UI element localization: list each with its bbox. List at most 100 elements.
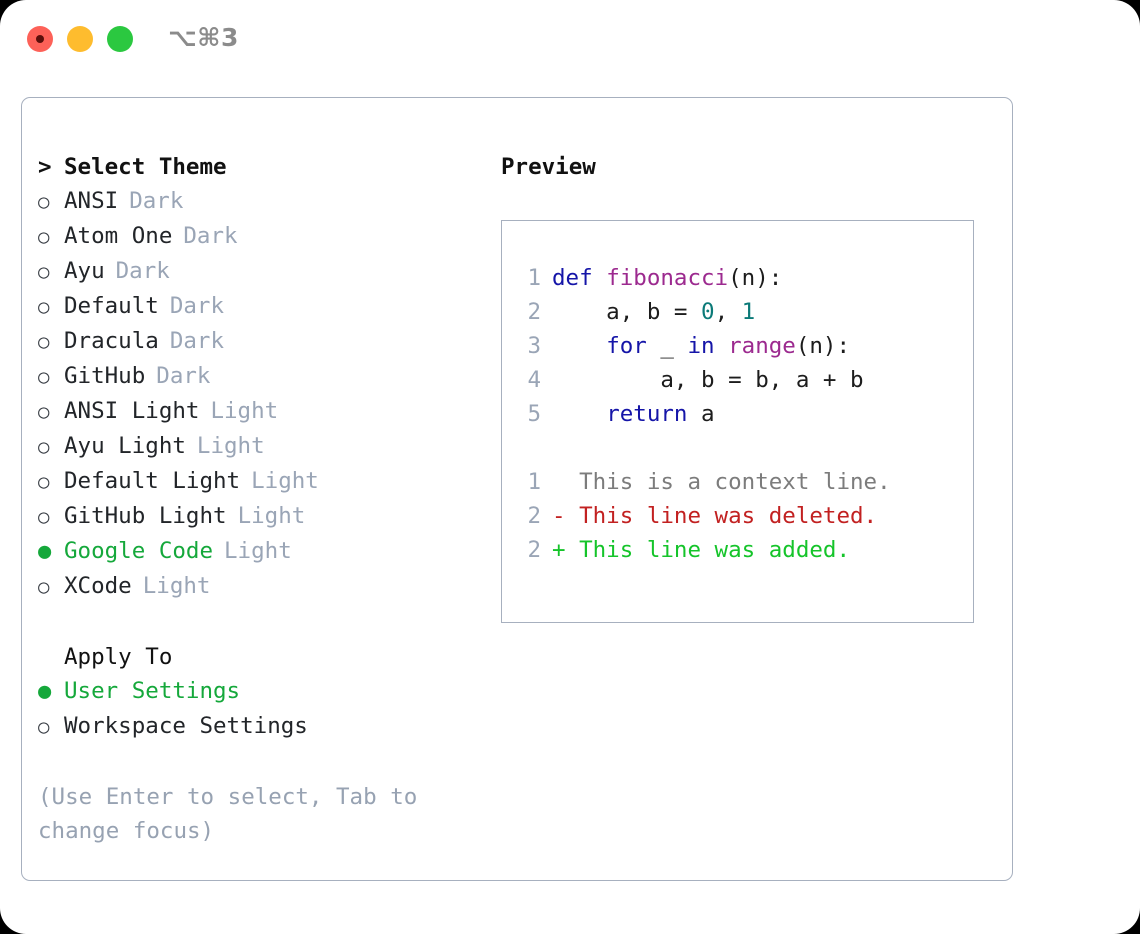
theme-option-badge: Dark	[169, 293, 225, 319]
code-line-number: 4	[527, 367, 541, 393]
theme-option-badge: Light	[224, 538, 292, 564]
keyboard-hint: (Use Enter to select, Tab to change focu…	[38, 784, 431, 844]
code-token: (n):	[795, 333, 851, 359]
code-token: def	[552, 265, 607, 291]
radio-unselected-icon: ○	[38, 191, 50, 213]
radio-unselected-icon: ○	[38, 576, 50, 598]
code-line: 1 def fibonacci(n):	[515, 261, 969, 295]
minimize-button[interactable]	[67, 26, 93, 52]
radio-unselected-icon: ○	[38, 436, 50, 458]
code-line-number: 2	[527, 299, 541, 325]
code-line-text: return a	[552, 397, 715, 431]
code-token: 0	[701, 299, 715, 325]
theme-option-ayu-light[interactable]: ○ Ayu Light Light	[38, 429, 488, 464]
radio-unselected-icon: ○	[38, 366, 50, 388]
theme-option-ansi-light[interactable]: ○ ANSI Light Light	[38, 394, 488, 429]
theme-option-label: Google Code	[64, 538, 214, 564]
code-token: (n):	[728, 265, 783, 291]
theme-option-badge: Dark	[156, 363, 211, 389]
code-token: in	[687, 333, 715, 359]
diff-line-number: 2	[527, 503, 541, 529]
code-token	[552, 401, 606, 427]
code-line-number: 3	[527, 333, 541, 359]
apply-to-option-workspace-settings[interactable]: ○Workspace Settings	[38, 709, 488, 744]
code-token: return	[606, 401, 688, 427]
theme-option-badge: Dark	[183, 223, 238, 249]
keyboard-shortcut-label: ⌥⌘3	[168, 23, 239, 52]
code-token: a	[687, 401, 715, 427]
theme-option-label: Atom One	[64, 223, 173, 249]
window-controls	[27, 26, 133, 52]
radio-unselected-icon: ○	[38, 226, 50, 248]
theme-option-badge: Dark	[169, 328, 225, 354]
apply-to-option-label: User Settings	[64, 678, 241, 704]
radio-selected-icon: ●	[38, 679, 52, 704]
theme-option-label: Ayu Light	[64, 433, 186, 459]
apply-to-section: > Apply To ● User Settings ○Workspace Sett…	[38, 640, 488, 744]
code-token: 1	[741, 299, 756, 325]
radio-unselected-icon: ○	[38, 716, 50, 738]
code-line-number: 5	[527, 401, 541, 427]
radio-selected-icon: ●	[38, 539, 52, 564]
code-line: 5 return a	[515, 397, 969, 431]
diff-line-text: + This line was added.	[552, 537, 851, 563]
radio-unselected-icon: ○	[38, 401, 50, 423]
diff-line: 2 - This line was deleted.	[515, 499, 969, 533]
diff-line-text: - This line was deleted.	[552, 503, 878, 529]
theme-option-label: Default Light	[64, 468, 241, 494]
apply-to-list: ● User Settings ○Workspace Settings	[38, 674, 488, 744]
code-token	[715, 333, 729, 359]
apply-to-heading-label: Apply To	[64, 644, 173, 670]
theme-option-atom-one[interactable]: ○ Atom One Dark	[38, 219, 488, 254]
theme-option-badge: Dark	[129, 188, 184, 214]
maximize-button[interactable]	[107, 26, 133, 52]
theme-option-badge: Light	[142, 573, 211, 599]
theme-option-google-code[interactable]: ● Google Code Light	[38, 534, 488, 569]
code-line-number: 1	[527, 265, 541, 291]
title-bar: ⌥⌘3	[0, 0, 1140, 78]
code-line: 4 a, b = b, a + b	[515, 363, 969, 397]
theme-option-label: GitHub Light	[64, 503, 227, 529]
diff-line-number: 1	[527, 469, 541, 495]
code-token: _	[646, 333, 688, 359]
code-line: 2 a, b = 0, 1	[515, 295, 969, 329]
diff-line: 2 + This line was added.	[515, 533, 969, 567]
diff-block: 1 This is a context line. 2 - This line wa…	[515, 465, 969, 567]
code-token: for	[606, 333, 647, 359]
theme-option-badge: Light	[196, 433, 265, 459]
code-line-text: def fibonacci(n):	[552, 261, 782, 295]
code-token	[552, 333, 606, 359]
close-button[interactable]	[27, 26, 53, 52]
code-diff-spacer	[515, 431, 969, 465]
diff-line-number: 2	[527, 537, 541, 563]
theme-option-label: Default	[64, 293, 159, 319]
apply-to-heading: > Apply To	[38, 640, 488, 674]
radio-unselected-icon: ○	[38, 506, 50, 528]
code-token: a, b = b, a + b	[552, 367, 864, 393]
code-token: a, b =	[552, 299, 702, 325]
apply-to-option-user-settings[interactable]: ● User Settings	[38, 674, 488, 709]
theme-option-badge: Dark	[115, 258, 170, 284]
theme-option-badge: Light	[210, 398, 279, 424]
code-token: fibonacci	[606, 265, 729, 291]
theme-option-label: ANSI Light	[64, 398, 200, 424]
diff-line: 1 This is a context line.	[515, 465, 969, 499]
radio-unselected-icon: ○	[38, 471, 50, 493]
preview-title: Preview	[501, 154, 596, 180]
radio-unselected-icon: ○	[38, 331, 50, 353]
